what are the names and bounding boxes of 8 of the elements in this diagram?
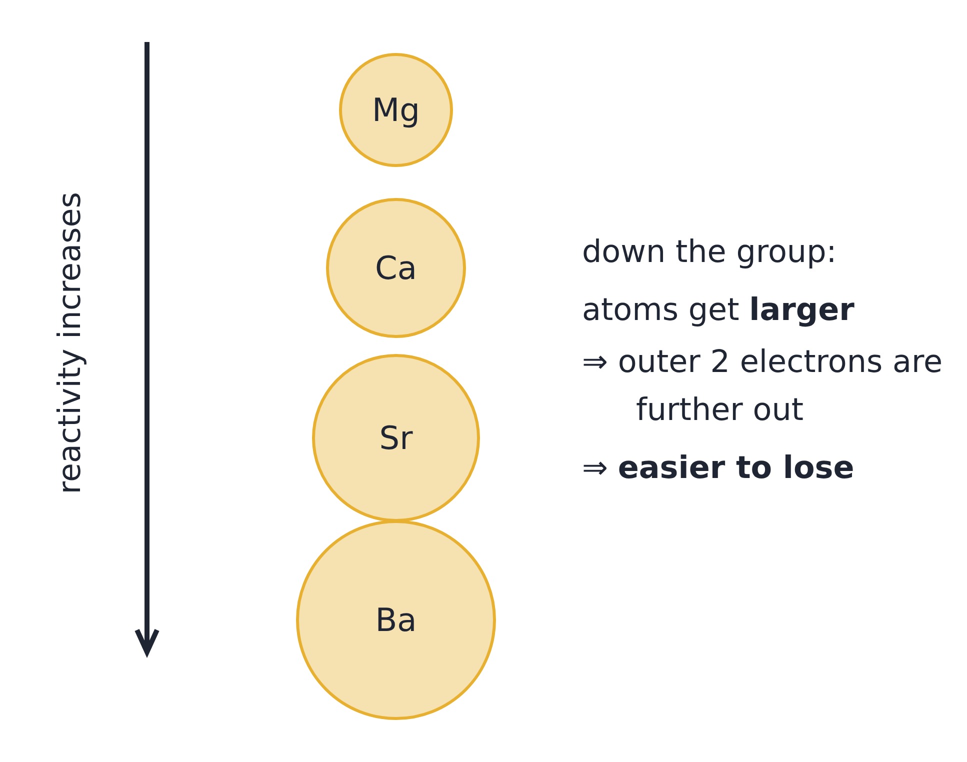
atom-circle: Sr [312, 354, 480, 522]
note-text: ⇒ easier to lose [582, 450, 854, 486]
atom-circle: Ca [326, 198, 466, 338]
note-text: atoms get larger [582, 292, 854, 328]
note-text: down the group: [582, 234, 837, 270]
atom-circle: Mg [339, 53, 453, 167]
atom-circle: Ba [296, 520, 496, 720]
axis-label: reactivity increases [52, 192, 88, 494]
